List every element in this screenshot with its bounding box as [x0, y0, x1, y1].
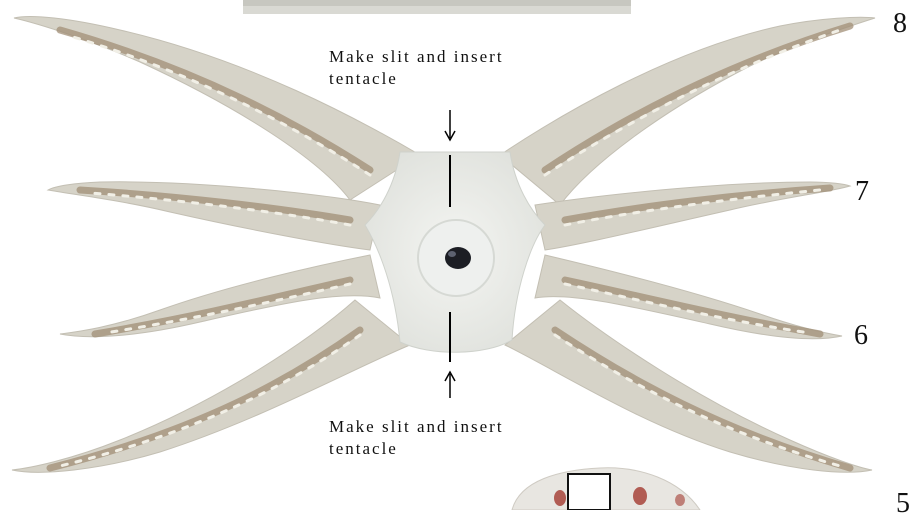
- arm-upper-right: [500, 17, 875, 205]
- label-8: 8: [893, 10, 907, 38]
- bottom-instruction-line1: Make slit and insert: [329, 416, 504, 438]
- bottom-instruction-line2: tentacle: [329, 438, 504, 460]
- arm-stripe-mll: [95, 280, 350, 334]
- arm-lower-right: [505, 300, 872, 472]
- bottom-instruction: Make slit and insert tentacle: [329, 416, 504, 460]
- octopus-body: [365, 152, 545, 352]
- mouth: [445, 247, 471, 269]
- label-5: 5: [896, 490, 910, 518]
- top-instruction-line2: tentacle: [329, 68, 504, 90]
- top-instruction-line1: Make slit and insert: [329, 46, 504, 68]
- bottom-photo-fragment: [512, 468, 700, 510]
- top-instruction: Make slit and insert tentacle: [329, 46, 504, 90]
- label-7: 7: [855, 178, 869, 206]
- top-photo-fragment: [243, 0, 631, 14]
- arm-upper-left: [14, 17, 420, 201]
- label-6: 6: [854, 322, 868, 350]
- arm-stripe-mlr: [565, 280, 820, 334]
